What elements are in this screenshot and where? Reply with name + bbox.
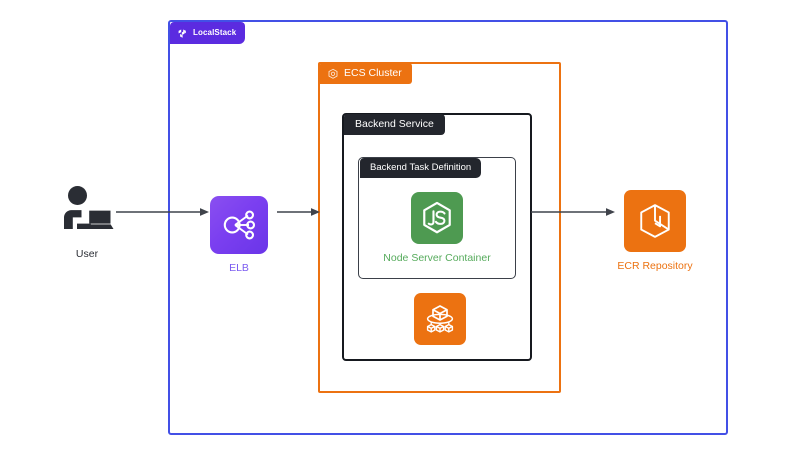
node-node-server-container[interactable]: Node Server Container <box>378 192 496 264</box>
connector-user-to-elb <box>116 208 209 216</box>
group-box-ecs-cluster <box>318 62 561 393</box>
nodejs-icon <box>411 192 463 244</box>
node-user[interactable]: User <box>47 185 127 260</box>
node-node-server-container-label: Node Server Container <box>383 252 491 264</box>
group-label-ecs-cluster-text: ECS Cluster <box>344 67 402 80</box>
group-label-backend-service: Backend Service <box>344 114 445 135</box>
group-label-localstack-text: LocalStack <box>193 28 237 37</box>
node-elb-label: ELB <box>229 262 249 274</box>
group-label-backend-task-definition-text: Backend Task Definition <box>370 162 472 174</box>
group-box-localstack <box>168 20 728 435</box>
node-elb[interactable]: ELB <box>209 196 269 274</box>
group-box-backend-task-definition <box>358 157 516 279</box>
node-ecs-task[interactable] <box>413 293 467 345</box>
ecs-cluster-icon <box>327 68 339 80</box>
user-at-laptop-icon <box>60 185 114 240</box>
node-user-label: User <box>75 248 99 260</box>
group-label-localstack: LocalStack <box>170 22 246 44</box>
connector-elb-to-ecs-cluster <box>277 208 320 216</box>
node-ecr-repository-label: ECR Repository <box>617 260 693 272</box>
group-label-backend-service-text: Backend Service <box>355 118 434 131</box>
node-ecr-repository[interactable]: ECR Repository <box>610 190 700 272</box>
group-label-backend-task-definition: Backend Task Definition <box>360 158 482 178</box>
elastic-load-balancer-icon <box>210 196 268 254</box>
group-label-ecs-cluster: ECS Cluster <box>320 63 412 84</box>
ecr-repository-icon <box>624 190 686 252</box>
localstack-logo-icon <box>177 28 188 39</box>
ecs-task-icon <box>414 293 466 345</box>
connector-backend-service-to-ecr <box>531 208 615 216</box>
